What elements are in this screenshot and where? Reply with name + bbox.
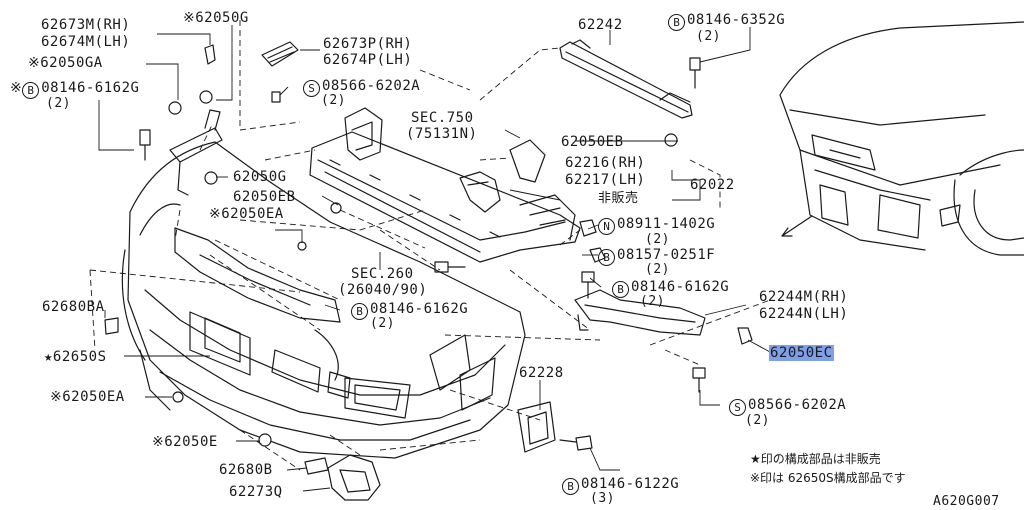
- leader-lines: [98, 25, 771, 492]
- qty-08566-6202a-top: (2): [321, 93, 346, 108]
- label-62674m-lh: 62674M(LH): [41, 34, 131, 50]
- screw-symbol-icon: S: [729, 399, 746, 416]
- label-sec260: SEC.260: [351, 266, 414, 282]
- nut-symbol-icon: N: [598, 218, 615, 235]
- qty-08157-0251f: (2): [645, 262, 670, 277]
- note-star-not-sold: ★印の構成部品は非販売: [750, 452, 881, 466]
- bolt-symbol-icon: B: [598, 249, 615, 266]
- label-62680ba: 62680BA: [42, 299, 105, 315]
- label-62050ec-highlight: 62050EC: [769, 345, 834, 361]
- label-62050ea-mid: ※62050EA: [209, 206, 284, 222]
- label-08157-0251f-text: 08157-0251F: [617, 247, 716, 263]
- bolt-symbol-icon: B: [351, 303, 368, 320]
- label-62680b: 62680B: [219, 462, 273, 478]
- stay-62242-drawing: [559, 39, 693, 119]
- label-62050ec: 62050EC: [769, 345, 834, 361]
- dashed-reference-lines: [89, 20, 771, 471]
- label-08911-1402g-text: 08911-1402G: [617, 216, 716, 232]
- bracket-62216-drawing: [459, 139, 546, 213]
- label-62050eb-right: 62050EB: [561, 134, 624, 150]
- diagram-code: A620G007: [933, 494, 1000, 509]
- label-08146-6162g-left-text: 08146-6162G: [41, 80, 140, 96]
- qty-08146-6162g-right: (2): [640, 294, 665, 309]
- label-62273q: 62273Q: [229, 484, 283, 500]
- qty-08566-6202a-bottom: (2): [745, 413, 770, 428]
- label-62217-lh: 62217(LH): [565, 172, 646, 188]
- label-08146-6352g-text: 08146-6352G: [687, 12, 786, 28]
- qty-08146-6162g-mid: (2): [370, 316, 395, 331]
- label-62050ea-left: ※62050EA: [50, 389, 125, 405]
- label-62050e: ※62050E: [152, 434, 218, 450]
- qty-08146-6162g-left: (2): [46, 96, 71, 111]
- label-not-sold: 非販売: [598, 191, 639, 206]
- label-62244m-rh: 62244M(RH): [759, 289, 849, 305]
- screw-symbol-icon: S: [303, 80, 320, 97]
- label-62673p-rh: 62673P(RH): [323, 36, 413, 52]
- label-62216-rh: 62216(RH): [565, 155, 646, 171]
- qty-08146-6352g: (2): [696, 29, 721, 44]
- label-62050g-mid: 62050G: [233, 169, 287, 185]
- bolt-symbol-icon: B: [612, 281, 629, 298]
- label-sec260-sub: (26040/90): [338, 282, 428, 298]
- label-62244n-lh: 62244N(LH): [759, 306, 849, 322]
- direction-arrow: [781, 215, 813, 237]
- label-08566-6202a-bottom-text: 08566-6202A: [748, 397, 847, 413]
- label-08566-6202a-top-text: 08566-6202A: [322, 78, 421, 94]
- label-62242: 62242: [578, 17, 623, 33]
- label-62673m-rh: 62673M(RH): [41, 17, 131, 33]
- label-62674p-lh: 62674P(LH): [323, 52, 413, 68]
- bolt-symbol-icon: B: [22, 82, 40, 99]
- car-front-sketch: [779, 21, 1024, 256]
- label-62650s: ★62650S: [44, 349, 107, 365]
- label-08146-6162g-mid-text: 08146-6162G: [370, 301, 469, 317]
- label-08146-6122g-text: 08146-6122G: [581, 476, 680, 492]
- qty-08146-6122g: (3): [590, 491, 615, 506]
- label-62022: 62022: [690, 177, 735, 193]
- bolt-symbol-icon: B: [668, 14, 685, 31]
- bolt-symbol-icon: B: [562, 478, 579, 495]
- clips-drawing: [168, 90, 678, 447]
- ref-mark: ※: [10, 80, 23, 96]
- label-sec750-sub: (75131N): [406, 126, 478, 142]
- label-sec750: SEC.750: [411, 110, 474, 126]
- label-08146-6162g-right-text: 08146-6162G: [631, 279, 730, 295]
- label-62228: 62228: [519, 365, 564, 381]
- qty-08911-1402g: (2): [645, 232, 670, 247]
- label-62050eb-left: 62050EB: [233, 189, 296, 205]
- small-parts-drawing: [104, 41, 753, 501]
- note-ref-components: ※印は 62650S構成部品です: [750, 471, 906, 485]
- reinforcement-beam-drawing: [309, 107, 581, 263]
- label-62050g-top: ※62050G: [183, 10, 249, 26]
- bracket-62244-drawing: [574, 289, 706, 336]
- label-62050ga: ※62050GA: [28, 55, 103, 71]
